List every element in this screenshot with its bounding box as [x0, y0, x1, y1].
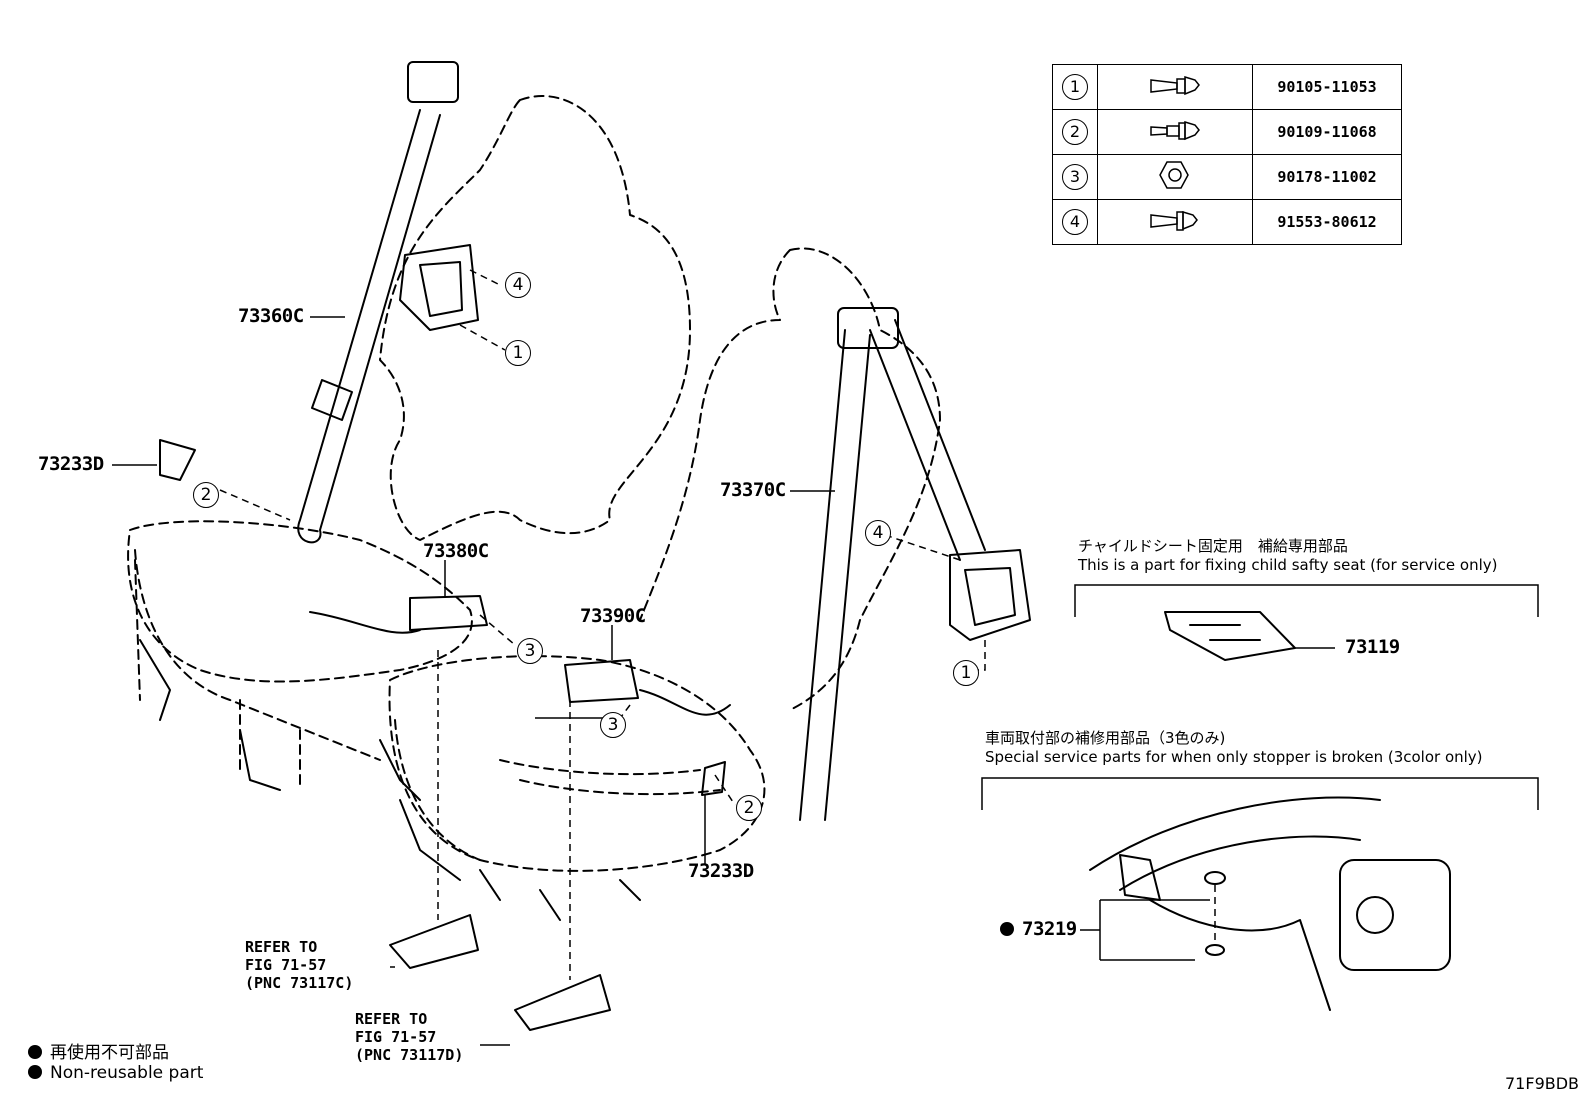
callout-number: 2	[1062, 119, 1088, 145]
flange-bolt-icon	[1097, 64, 1253, 110]
stopper-note-en: Special service parts for when only stop…	[985, 748, 1483, 766]
right-shoulder-belt	[799, 319, 986, 821]
child-seat-bracket-frame	[1074, 584, 1539, 617]
right-seat-base-outline	[394, 719, 721, 861]
part-label-73233d-left: 73233D	[38, 453, 104, 475]
legend-non-reusable-jp: 再使用不可部品	[28, 1038, 169, 1063]
non-reusable-dot-icon	[28, 1045, 42, 1059]
table-row: 3 90178-11002	[1052, 154, 1402, 200]
stopper-retractor	[1339, 859, 1451, 971]
left-belt-anchor-top	[407, 61, 459, 103]
child-seat-note-jp: チャイルドシート固定用 補給専用部品	[1078, 537, 1348, 555]
bracket-73117d	[514, 974, 611, 1031]
shoulder-bolt-icon	[1097, 109, 1253, 155]
part-label-73390c: 73390C	[580, 605, 646, 627]
part-label-73233d-bottom: 73233D	[688, 860, 754, 882]
callout-3-right-buckle: 3	[600, 712, 626, 738]
part-label-73360c: 73360C	[238, 305, 304, 327]
part-label-73219: 73219	[1000, 918, 1077, 940]
stopper-assembly-belt	[1089, 796, 1381, 1011]
left-belt-stopper	[311, 379, 353, 421]
part-number: 91553-80612	[1252, 199, 1402, 245]
right-belt-anchor-top	[837, 307, 899, 349]
child-seat-plate-73119	[1164, 611, 1296, 661]
callout-4-right-retractor: 4	[865, 520, 891, 546]
callout-3-left-buckle: 3	[517, 638, 543, 664]
callout-1-right-retractor: 1	[953, 660, 979, 686]
callout-1-left-retractor: 1	[505, 340, 531, 366]
bracket-73117c	[389, 914, 479, 969]
callout-number: 1	[1062, 74, 1088, 100]
right-seat-back-outline	[639, 247, 941, 711]
table-row: 2 90109-11068	[1052, 109, 1402, 155]
child-seat-note-en: This is a part for fixing child safty se…	[1078, 556, 1498, 574]
part-number: 90105-11053	[1252, 64, 1402, 110]
part-number: 90109-11068	[1252, 109, 1402, 155]
callout-number: 4	[1062, 209, 1088, 235]
right-seat-frame-outline	[399, 799, 641, 921]
part-label-73119: 73119	[1345, 636, 1400, 658]
cover-73233d-right	[701, 761, 726, 796]
refer-to-73117d: REFER TO FIG 71-57 (PNC 73117D)	[355, 1010, 464, 1064]
hex-nut-icon	[1097, 154, 1253, 200]
fastener-parts-table: 1 90105-11053 2 90109-11068 3 90178-1100…	[1052, 64, 1402, 245]
part-number: 90178-11002	[1252, 154, 1402, 200]
flange-bolt-icon	[1097, 199, 1253, 245]
table-row: 1 90105-11053	[1052, 64, 1402, 110]
left-seat-back-outline	[379, 95, 691, 541]
non-reusable-dot-icon	[28, 1065, 42, 1079]
cover-73233d-left	[159, 439, 196, 481]
callout-2-left-cover: 2	[193, 482, 219, 508]
right-retractor	[949, 549, 1031, 641]
part-label-73380c: 73380C	[423, 540, 489, 562]
legend-non-reusable-en: Non-reusable part	[28, 1063, 203, 1083]
left-retractor	[399, 244, 479, 331]
left-seat-cushion-outline	[127, 520, 473, 683]
buckle-73380c	[309, 595, 488, 634]
stopper-bracket-frame	[981, 777, 1539, 810]
part-label-73370c: 73370C	[720, 479, 786, 501]
buckle-73390c	[564, 659, 731, 716]
callout-2-right-cover: 2	[736, 795, 762, 821]
left-seat-base-outline	[134, 549, 381, 791]
stopper-note-jp: 車両取付部の補修用部品（3色のみ)	[985, 729, 1226, 747]
refer-to-73117c: REFER TO FIG 71-57 (PNC 73117C)	[245, 938, 354, 992]
right-seat-cushion-outline	[388, 655, 766, 872]
left-shoulder-belt	[297, 109, 441, 544]
table-row: 4 91553-80612	[1052, 199, 1402, 245]
callout-number: 3	[1062, 164, 1088, 190]
non-reusable-dot-icon	[1000, 922, 1014, 936]
callout-4-left-retractor: 4	[505, 272, 531, 298]
figure-id: 71F9BDB	[1505, 1074, 1580, 1093]
